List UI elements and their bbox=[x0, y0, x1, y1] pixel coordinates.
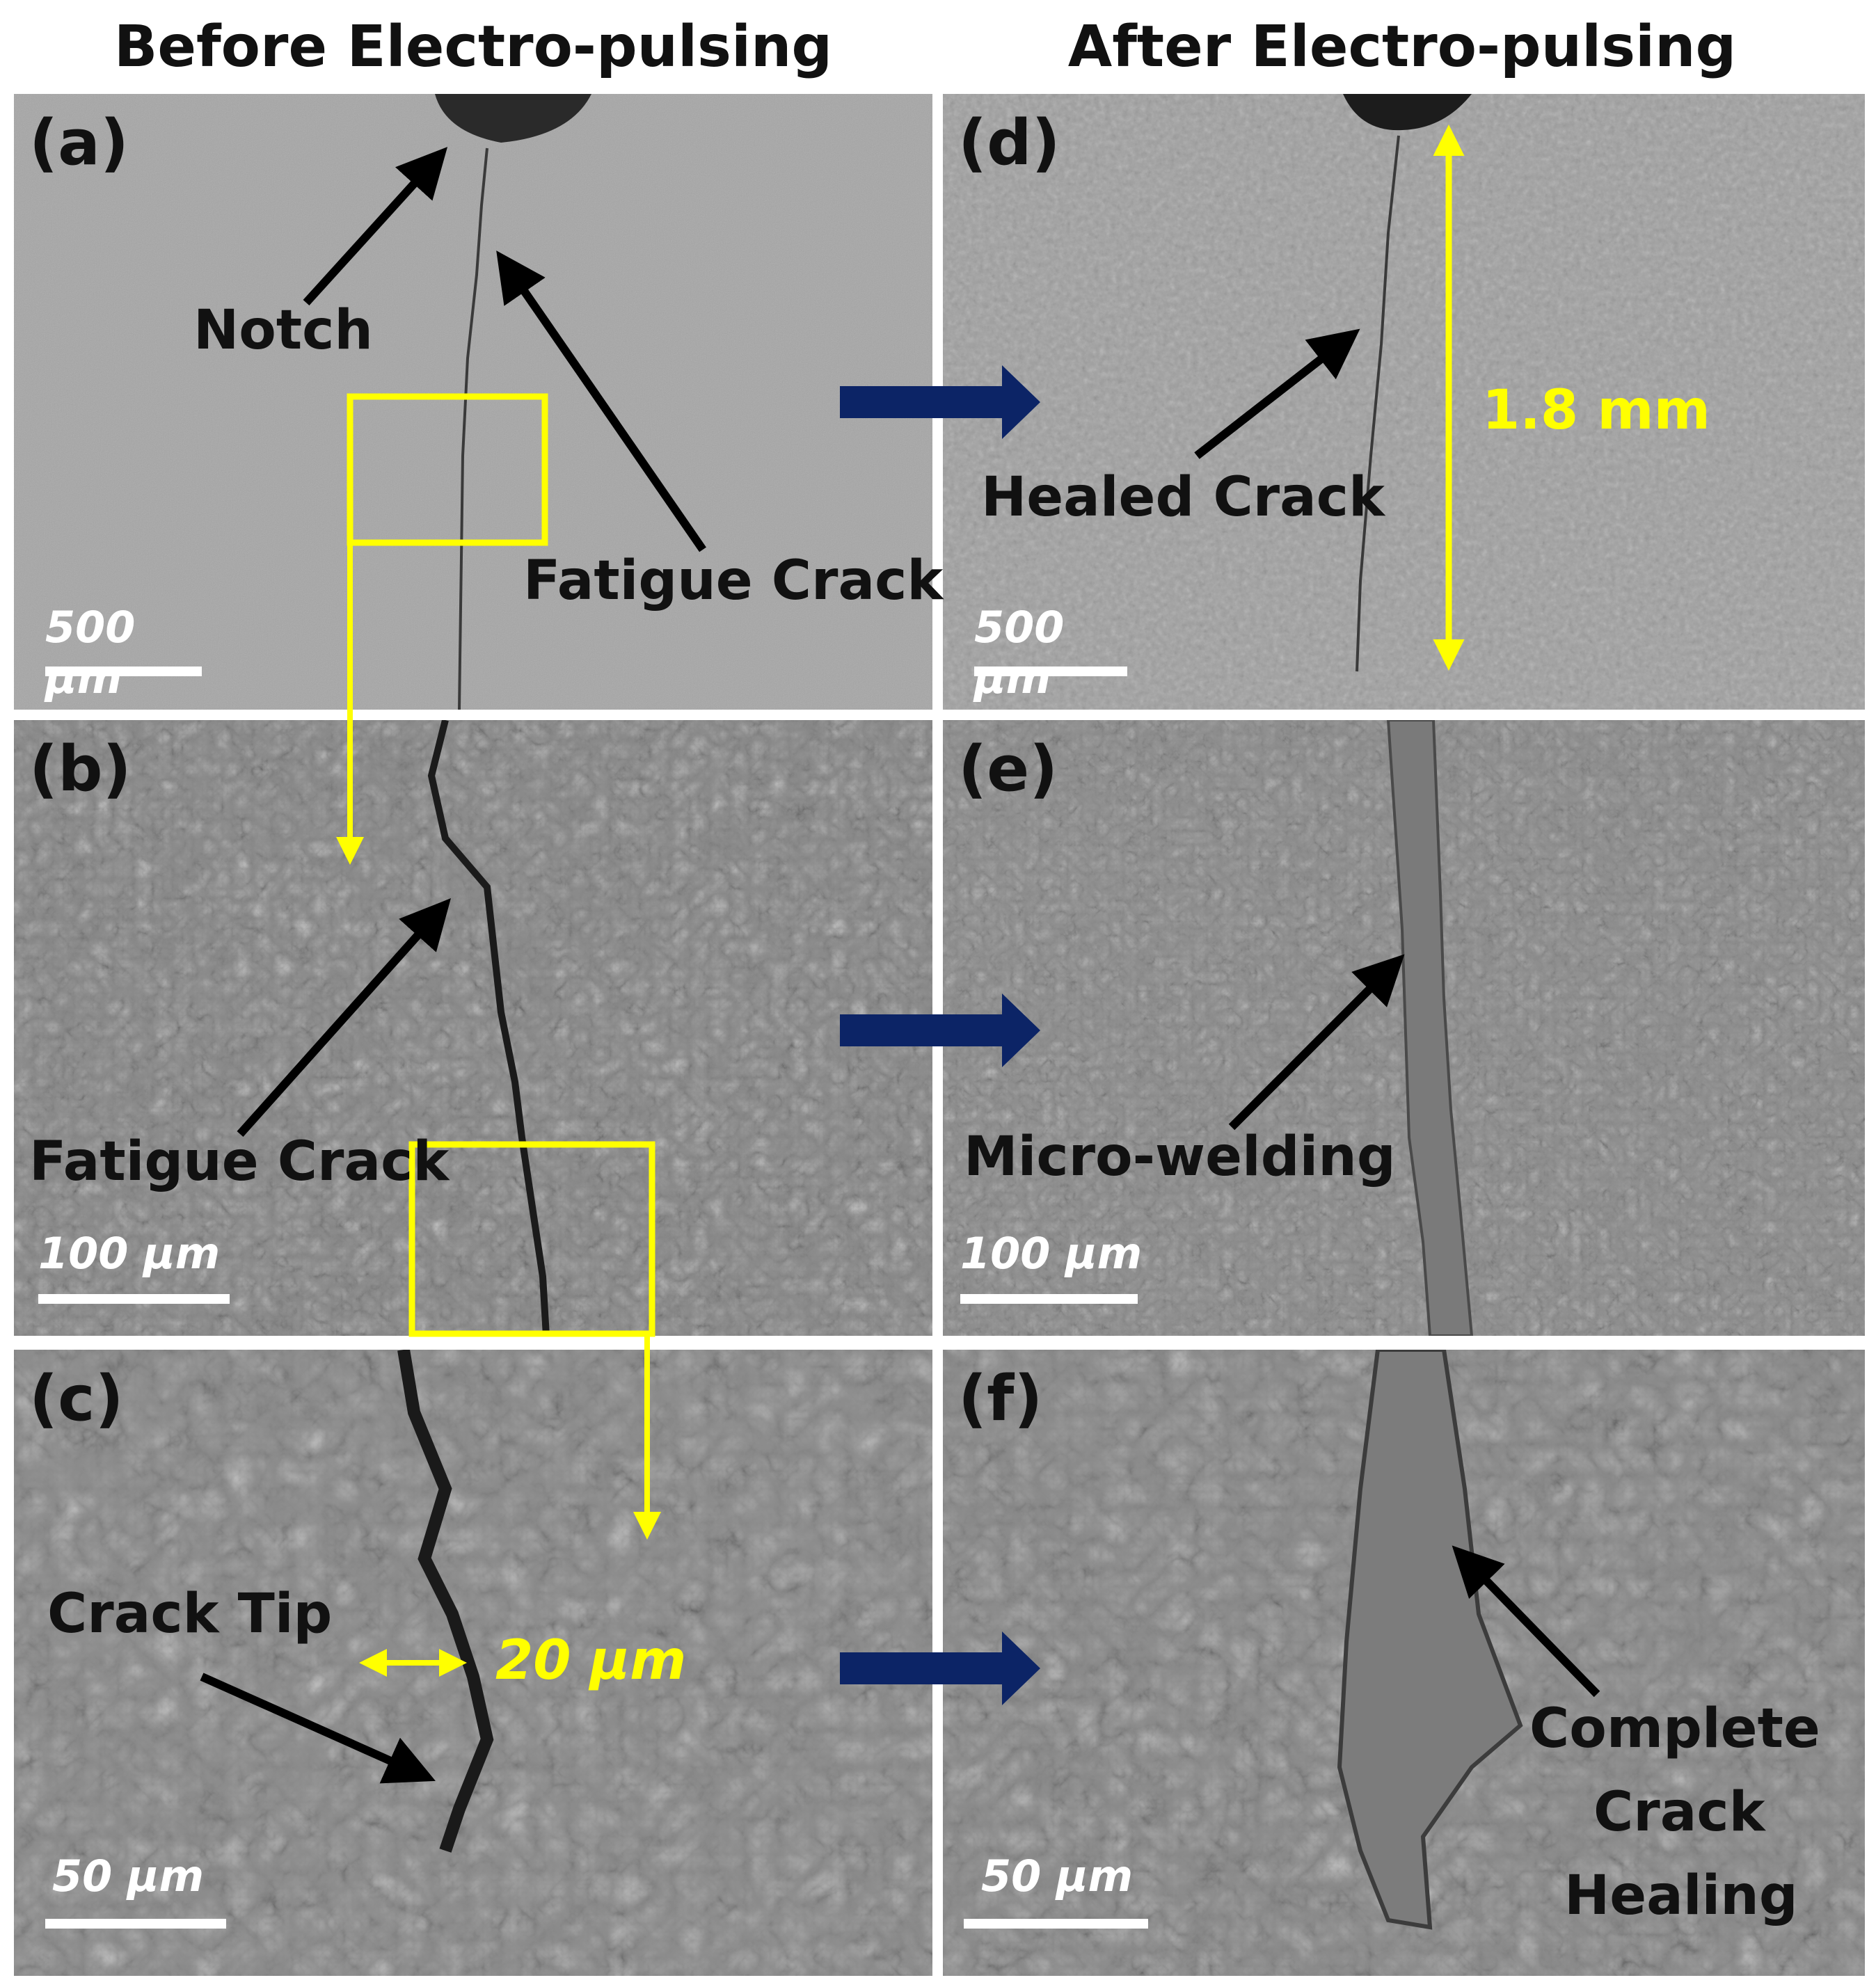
scale-bar-text-f: 50 μm bbox=[981, 1851, 1134, 1901]
panel-label-d: (d) bbox=[958, 106, 1060, 179]
sem-texture-e bbox=[943, 720, 1865, 1336]
sem-panel-e: (e) 100 μm bbox=[943, 720, 1865, 1336]
before-electro-pulsing-heading: Before Electro-pulsing bbox=[113, 14, 833, 80]
panel-label-f: (f) bbox=[958, 1362, 1043, 1435]
scale-bar-a: 500 μm bbox=[45, 602, 205, 703]
scale-bar-line-d bbox=[974, 667, 1127, 676]
sem-panel-f: (f) 50 μm bbox=[943, 1350, 1865, 1976]
scale-bar-text-a: 500 μm bbox=[45, 602, 136, 703]
complete-healing-label-2: Crack bbox=[1593, 1781, 1765, 1844]
sem-panel-b: (b) 100 μm bbox=[14, 720, 932, 1336]
scale-bar-b: 100 μm bbox=[38, 1228, 233, 1311]
scale-bar-line-e bbox=[960, 1294, 1138, 1304]
sem-panel-c: (c) 50 μm bbox=[14, 1350, 932, 1976]
sem-texture-f bbox=[943, 1350, 1865, 1976]
panel-label-e: (e) bbox=[958, 733, 1058, 806]
sem-panel-d: (d) 500 μm bbox=[943, 94, 1865, 710]
scale-bar-text-b: 100 μm bbox=[38, 1228, 221, 1279]
scale-bar-line-a bbox=[45, 667, 202, 676]
crack-length-label: 1.8 mm bbox=[1482, 379, 1710, 442]
scale-bar-f: 50 μm bbox=[964, 1851, 1176, 1934]
scale-bar-c: 50 μm bbox=[45, 1851, 247, 1934]
panel-label-c: (c) bbox=[29, 1362, 124, 1435]
notch-label: Notch bbox=[193, 299, 373, 362]
fatigue-crack-label-b: Fatigue Crack bbox=[29, 1131, 450, 1193]
micro-welding-label: Micro-welding bbox=[964, 1126, 1396, 1188]
panel-label-b: (b) bbox=[29, 733, 132, 806]
scale-bar-d: 500 μm bbox=[974, 602, 1141, 703]
sem-texture-c bbox=[14, 1350, 932, 1976]
complete-healing-label-1: Complete bbox=[1529, 1698, 1820, 1760]
after-electro-pulsing-heading: After Electro-pulsing bbox=[1067, 14, 1737, 80]
scale-bar-line-f bbox=[964, 1919, 1148, 1929]
sem-panel-a: (a) 500 μm bbox=[14, 94, 932, 710]
complete-healing-label-3: Healing bbox=[1564, 1865, 1798, 1927]
crack-width-label: 20 μm bbox=[495, 1629, 687, 1692]
fatigue-crack-label-a: Fatigue Crack bbox=[523, 550, 944, 612]
healed-crack-label: Healed Crack bbox=[981, 466, 1385, 529]
scale-bar-e: 100 μm bbox=[960, 1228, 1155, 1311]
scale-bar-line-b bbox=[38, 1294, 230, 1304]
scale-bar-line-c bbox=[45, 1919, 226, 1929]
scale-bar-text-e: 100 μm bbox=[960, 1228, 1143, 1279]
scale-bar-text-c: 50 μm bbox=[52, 1851, 205, 1901]
panel-label-a: (a) bbox=[29, 106, 129, 179]
scale-bar-text-d: 500 μm bbox=[974, 602, 1065, 703]
sem-texture-d bbox=[943, 94, 1865, 710]
crack-tip-label: Crack Tip bbox=[47, 1583, 333, 1645]
